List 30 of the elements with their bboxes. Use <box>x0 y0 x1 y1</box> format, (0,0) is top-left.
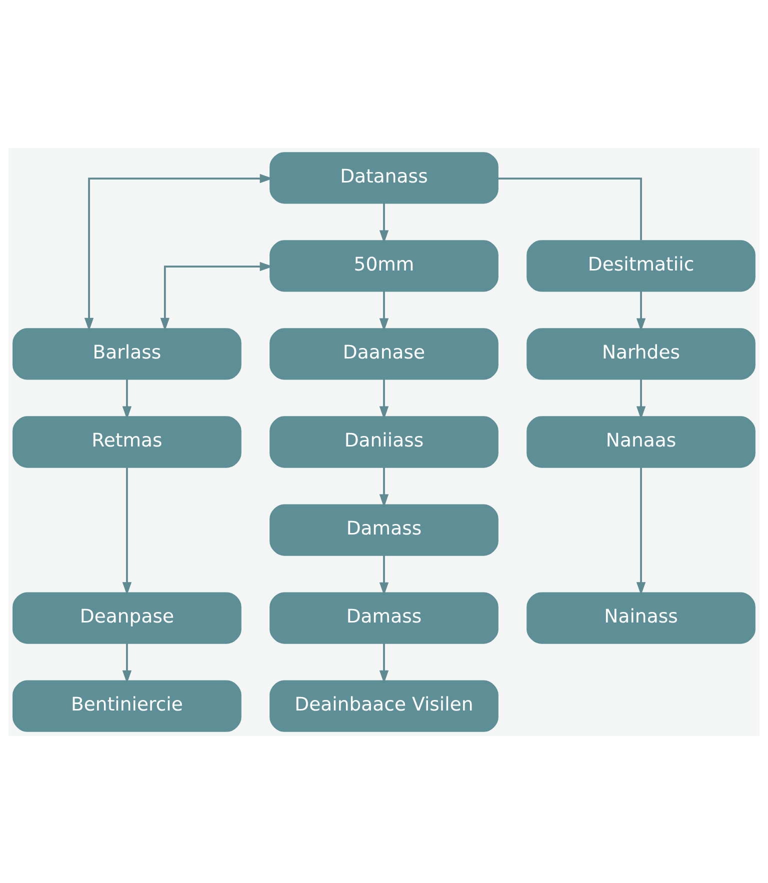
node-box: Deanpase <box>12 592 242 644</box>
node-box: Retmas <box>12 416 242 468</box>
node-box: Nainass <box>526 592 756 644</box>
node-box: Datanass <box>270 152 498 204</box>
node-box: Daanase <box>270 328 498 380</box>
node-box: 50mm <box>270 240 498 292</box>
node-box: Damass <box>270 504 498 556</box>
node-box: Desitmatiic <box>526 240 756 292</box>
node-box: Barlass <box>12 328 242 380</box>
arrow <box>636 378 646 419</box>
arrow <box>122 378 132 419</box>
node-box: Narhdes <box>526 328 756 380</box>
arrow <box>379 290 389 331</box>
node-box: Bentiniercie <box>12 680 242 732</box>
arrow <box>379 202 389 243</box>
arrow <box>379 378 389 419</box>
arrow <box>379 466 389 507</box>
arrow <box>122 467 132 595</box>
node-box: Deainbaace Visilen <box>270 680 498 732</box>
arrow <box>379 554 389 595</box>
node-box: Damass <box>270 592 498 644</box>
arrow <box>636 467 646 595</box>
arrow <box>122 643 132 684</box>
node-box: Daniiass <box>270 416 498 468</box>
node-box: Nanaas <box>526 416 756 468</box>
arrow <box>160 261 273 330</box>
arrow <box>379 643 389 684</box>
arrow <box>636 290 646 331</box>
arrow <box>84 173 273 330</box>
connector <box>498 177 642 240</box>
